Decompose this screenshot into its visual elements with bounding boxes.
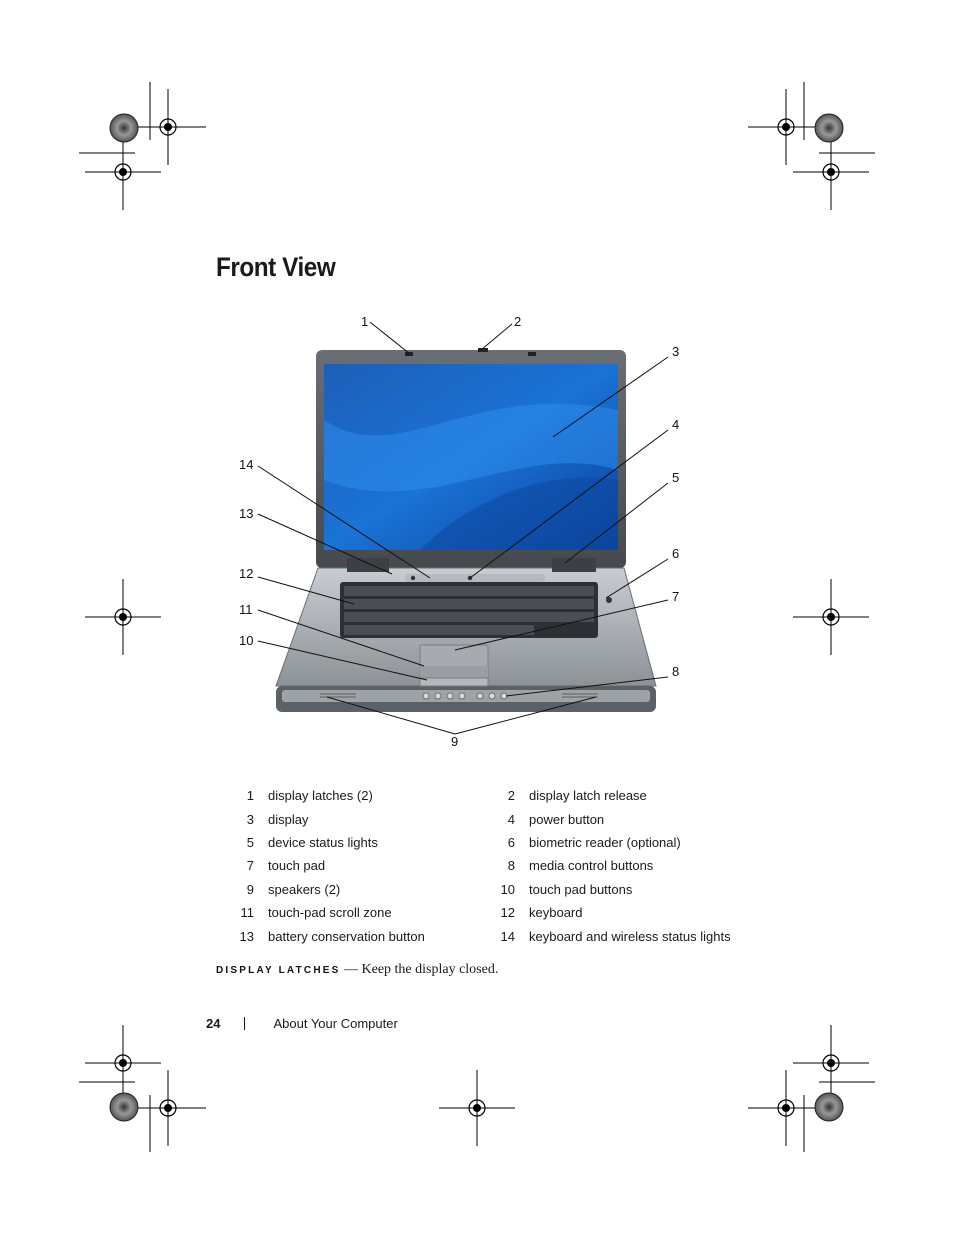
legend-row: 9 speakers (2) 10 touch pad buttons <box>214 878 736 901</box>
crop-mark-bottom-left <box>79 1024 207 1152</box>
page-title: Front View <box>216 252 336 282</box>
legend-label: biometric reader (optional) <box>529 834 681 850</box>
page-number: 24 <box>206 1016 221 1031</box>
legend-number: 9 <box>246 881 254 897</box>
crop-mark-top-left <box>79 82 207 211</box>
crop-mark-bottom-right <box>747 1024 875 1152</box>
callout-legend-table: 1 display latches (2) 2 display latch relea… <box>214 784 736 948</box>
legend-label: display latch release <box>529 788 647 804</box>
legend-row: 3 display 4 power button <box>214 807 736 830</box>
crop-mark-bottom-center <box>438 1069 516 1147</box>
legend-label: power button <box>529 811 605 827</box>
page-footer: 24 About Your Computer <box>206 1016 398 1031</box>
legend-row: 7 touch pad 8 media control buttons <box>214 854 736 877</box>
legend-number: 11 <box>240 905 255 921</box>
legend-row: 11 touch-pad scroll zone 12 keyboard <box>214 901 736 924</box>
legend-number: 10 <box>500 881 515 897</box>
legend-number: 4 <box>507 811 515 827</box>
legend-number: 3 <box>246 811 254 827</box>
legend-number: 5 <box>246 834 254 850</box>
legend-number: 6 <box>507 834 515 850</box>
legend-number: 12 <box>500 905 515 921</box>
legend-label: touch pad <box>268 858 326 874</box>
legend-label: touch-pad scroll zone <box>268 905 392 921</box>
legend-label: keyboard and wireless status lights <box>529 928 731 944</box>
legend-row: 13 battery conservation button 14 keyboard … <box>214 924 736 947</box>
legend-label: display latches (2) <box>268 788 373 804</box>
legend-label: display <box>268 811 309 827</box>
legend-label: touch pad buttons <box>529 881 633 897</box>
crop-mark-top-right <box>747 82 875 211</box>
legend-label: keyboard <box>529 905 583 921</box>
legend-row: 5 device status lights 6 biometric reader (… <box>214 831 736 854</box>
definition-dash: — <box>340 962 362 977</box>
legend-label: battery conservation button <box>268 928 425 944</box>
crop-mark-right-middle <box>792 578 870 656</box>
legend-label: speakers (2) <box>268 881 341 897</box>
legend-number: 2 <box>507 788 515 804</box>
legend-row: 1 display latches (2) 2 display latch relea… <box>214 784 736 807</box>
legend-label: media control buttons <box>529 858 654 874</box>
legend-label: device status lights <box>268 834 378 850</box>
legend-number: 8 <box>507 858 515 874</box>
crop-mark-left-middle <box>84 578 162 656</box>
legend-number: 13 <box>239 928 254 944</box>
footer-divider <box>244 1017 246 1030</box>
legend-number: 7 <box>246 858 254 874</box>
definition-entry: DISPLAY LATCHES — Keep the display close… <box>216 962 498 978</box>
definition-text: Keep the display closed. <box>361 962 499 977</box>
legend-number: 1 <box>246 788 254 804</box>
definition-term: DISPLAY LATCHES <box>216 965 341 976</box>
legend-number: 14 <box>500 928 515 944</box>
section-title: About Your Computer <box>273 1016 398 1031</box>
